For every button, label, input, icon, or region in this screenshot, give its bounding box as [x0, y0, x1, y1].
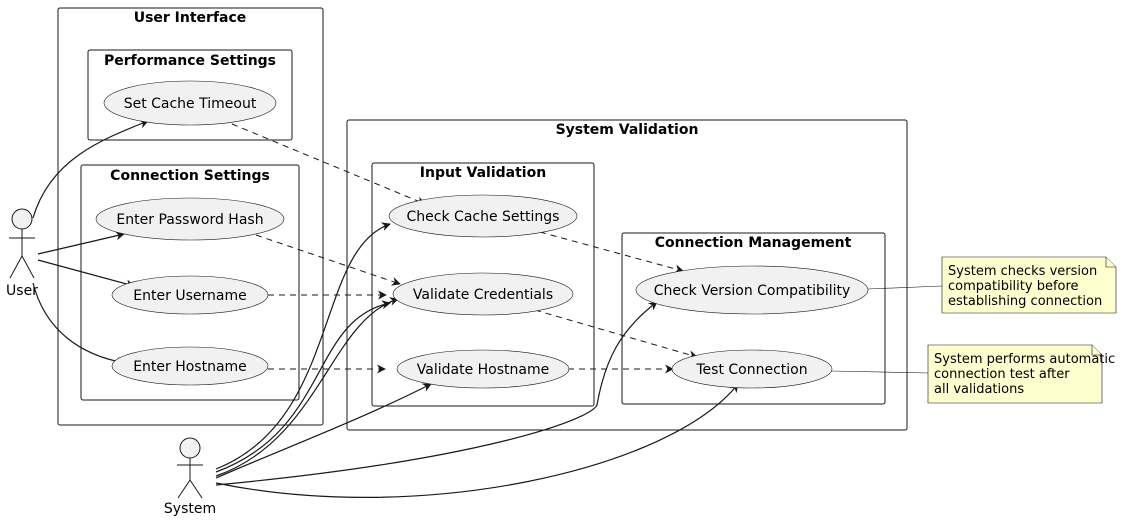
use-case-validate-hostname[interactable]: Validate Hostname	[396, 349, 570, 389]
actor-user[interactable]: User	[6, 208, 38, 299]
link-validate-credentials-to-test-connection	[534, 309, 698, 360]
note-connection-line-2: connection test after	[934, 367, 1070, 382]
use-case-enter-hostname[interactable]: Enter Hostname	[111, 346, 269, 386]
note-version-line-1: System checks version	[948, 264, 1097, 279]
use-case-enter-username[interactable]: Enter Username	[111, 275, 269, 315]
use-case-set-cache-timeout[interactable]: Set Cache Timeout	[103, 80, 277, 126]
use-case-test-connection[interactable]: Test Connection	[671, 349, 833, 389]
use-case-validate-credentials-label: Validate Credentials	[413, 287, 553, 303]
assoc-system-validate-hostname	[215, 383, 432, 479]
package-performance-settings-title: Performance Settings	[104, 53, 276, 69]
package-connection-management-title: Connection Management	[655, 235, 852, 251]
use-case-check-cache-settings[interactable]: Check Cache Settings	[388, 194, 578, 238]
package-input-validation-title: Input Validation	[420, 165, 546, 181]
assoc-user-hostname	[32, 282, 126, 367]
link-check-cache-to-version	[539, 231, 684, 274]
package-connection-settings-title: Connection Settings	[110, 168, 270, 184]
note-version-connector	[867, 285, 943, 290]
package-user-interface-title: User Interface	[134, 10, 247, 26]
link-cache-timeout-to-check-cache	[231, 123, 426, 206]
package-input-validation: Input Validation	[371, 162, 595, 407]
assoc-user-password-hash	[37, 231, 125, 255]
use-case-validate-hostname-label: Validate Hostname	[417, 362, 549, 378]
package-system-validation-title: System Validation	[556, 122, 699, 138]
package-user-interface: User Interface	[57, 7, 324, 426]
note-version-line-2: compatibility before	[948, 279, 1079, 294]
actor-system[interactable]: System	[164, 437, 216, 517]
package-connection-management: Connection Management	[621, 232, 886, 405]
use-case-validate-credentials[interactable]: Validate Credentials	[392, 272, 574, 316]
link-password-to-validate-credentials	[255, 234, 401, 286]
use-case-test-connection-label: Test Connection	[695, 362, 807, 378]
assoc-user-username	[37, 259, 135, 289]
assoc-system-check-cache	[215, 222, 391, 470]
use-case-check-cache-settings-label: Check Cache Settings	[407, 209, 560, 225]
package-connection-settings: Connection Settings	[80, 164, 300, 401]
actor-system-label: System	[164, 501, 216, 517]
use-case-enter-username-label: Enter Username	[133, 288, 246, 304]
note-version-line-3: establishing connection	[948, 294, 1102, 309]
assoc-system-validate-credentials-1	[215, 300, 391, 473]
assoc-user-set-cache-timeout	[32, 119, 149, 219]
use-case-check-version-compatibility[interactable]: Check Version Compatibility	[635, 265, 869, 315]
actor-user-label: User	[6, 283, 38, 299]
note-connection-line-3: all validations	[934, 382, 1024, 397]
assoc-system-version-compatibility	[215, 301, 658, 486]
package-system-validation: System Validation	[346, 119, 908, 431]
note-version-compatibility: System checks version compatibility befo…	[867, 256, 1117, 314]
actor-system-head	[179, 437, 201, 459]
use-case-enter-password-hash[interactable]: Enter Password Hash	[95, 197, 285, 241]
note-test-connection: System performs automatic connection tes…	[831, 344, 1115, 404]
use-case-set-cache-timeout-label: Set Cache Timeout	[124, 96, 257, 112]
assoc-system-test-connection	[215, 383, 739, 498]
use-case-enter-password-hash-label: Enter Password Hash	[116, 212, 263, 228]
use-case-check-version-compatibility-label: Check Version Compatibility	[654, 283, 851, 299]
note-connection-connector	[831, 370, 929, 374]
assoc-system-validate-credentials-2	[215, 297, 399, 477]
use-case-enter-hostname-label: Enter Hostname	[133, 359, 247, 375]
note-connection-line-1: System performs automatic	[934, 352, 1115, 367]
actor-user-head	[11, 208, 33, 230]
package-performance-settings: Performance Settings	[87, 49, 293, 141]
